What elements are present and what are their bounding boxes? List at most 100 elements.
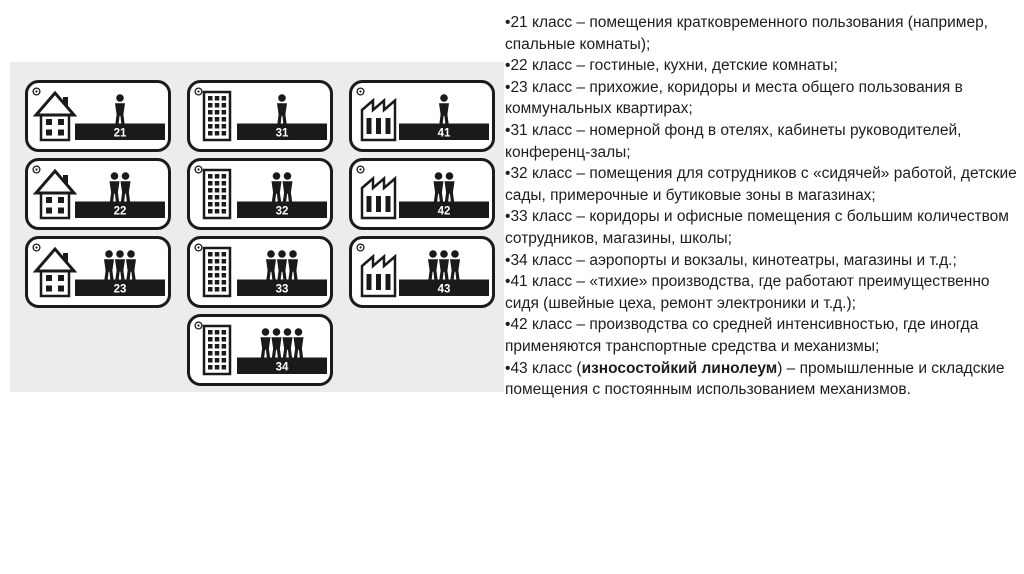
wear-class-badge-43: 43 (349, 236, 495, 308)
class-list-text: 23 класс – прихожие, коридоры и места об… (505, 78, 963, 118)
bullet-marker: • (505, 57, 511, 75)
house-icon (32, 90, 78, 142)
person-icon (271, 328, 282, 358)
class-number: 34 (276, 362, 289, 374)
wear-class-badge-31: 31 (187, 80, 333, 152)
class-number: 42 (438, 206, 451, 218)
screw-icon (32, 165, 41, 174)
person-icon (277, 250, 287, 280)
class-list-text: 31 класс – номерной фонд в отелях, кабин… (505, 121, 962, 161)
wear-class-badge-34: 34 (187, 314, 333, 386)
floor-bar (399, 279, 489, 296)
person-icon (433, 172, 444, 202)
class-list-item: •42 класс – производства со средней инте… (505, 314, 1017, 357)
bullet-marker: • (505, 78, 511, 96)
class-list-text: 42 класс – производства со средней интен… (505, 316, 979, 355)
class-number: 33 (276, 284, 289, 296)
class-number: 21 (114, 128, 127, 140)
factory-icon (360, 253, 397, 298)
floor-bar (399, 201, 489, 218)
screw-icon (356, 87, 365, 96)
person-icon (115, 250, 125, 280)
class-number: 23 (114, 284, 127, 296)
floor-bar (75, 201, 165, 218)
class-list-item: •23 класс – прихожие, коридоры и места о… (505, 77, 1017, 120)
person-icon (293, 328, 304, 358)
bullet-marker: • (505, 359, 511, 377)
person-icon (428, 250, 438, 280)
screw-icon (356, 243, 365, 252)
house-icon (32, 246, 78, 298)
class-list-text: износостойкий линолеум (581, 359, 778, 377)
person-icon (266, 250, 276, 280)
floor-bar (75, 279, 165, 296)
building-icon (202, 246, 232, 298)
pictogram-panel: 21 22 23 31 32 33 34 41 42 43 (10, 62, 504, 392)
class-list-item: •41 класс – «тихие» производства, где ра… (505, 271, 1017, 314)
floor-bar (399, 123, 489, 140)
wear-class-badge-22: 22 (25, 158, 171, 230)
floor-bar (237, 279, 327, 296)
class-list-text: 34 класс – аэропорты и вокзалы, кинотеат… (510, 251, 957, 269)
class-number: 31 (276, 128, 289, 140)
class-list-text: 43 класс ( (510, 359, 582, 377)
class-list: • 21 класс – помещения кратковременного п… (505, 12, 1017, 401)
class-list-item: •34 класс – аэропорты и вокзалы, кинотеа… (505, 250, 1017, 272)
floor-bar (237, 123, 327, 140)
screw-icon (194, 165, 203, 174)
person-icon (282, 328, 293, 358)
floor-bar (75, 123, 165, 140)
wear-class-badge-32: 32 (187, 158, 333, 230)
person-icon (444, 172, 455, 202)
class-list-text: 41 класс – «тихие» производства, где раб… (505, 273, 990, 312)
floor-bar (237, 201, 327, 218)
class-list-text: ) – промышленные и складские помещения с… (505, 359, 1005, 399)
screw-icon (194, 243, 203, 252)
class-list-item: •32 класс – помещения для сотрудников с … (505, 163, 1017, 206)
house-icon (32, 168, 78, 220)
screw-icon (32, 87, 41, 96)
person-icon (277, 94, 287, 124)
class-list-text: 21 класс – помещения кратковременного по… (505, 14, 988, 53)
person-icon (126, 250, 136, 280)
wear-class-badge-41: 41 (349, 80, 495, 152)
bullet-marker: • (505, 208, 511, 226)
class-list-item: •21 класс – помещения кратковременного п… (505, 12, 1017, 55)
bullet-marker: • (505, 121, 511, 139)
factory-icon (360, 97, 397, 142)
wear-class-badge-42: 42 (349, 158, 495, 230)
screw-icon (356, 165, 365, 174)
bullet-marker: • (505, 251, 511, 269)
class-list-item: •31 класс – номерной фонд в отелях, каби… (505, 120, 1017, 163)
class-number: 41 (438, 128, 451, 140)
class-list-text: 22 класс – гостиные, кухни, детские комн… (510, 57, 838, 75)
class-number: 43 (438, 284, 451, 296)
person-icon (282, 172, 293, 202)
wear-class-badge-21: 21 (25, 80, 171, 152)
class-number: 32 (276, 206, 289, 218)
class-list-item: •22 класс – гостиные, кухни, детские ком… (505, 55, 1017, 77)
class-number: 22 (114, 206, 127, 218)
screw-icon (194, 321, 203, 330)
person-icon (288, 250, 298, 280)
person-icon (115, 94, 125, 124)
class-list-item: •33 класс – коридоры и офисные помещения… (505, 206, 1017, 249)
building-icon (202, 90, 232, 142)
wear-class-badge-33: 33 (187, 236, 333, 308)
factory-icon (360, 175, 397, 220)
floor-bar (237, 357, 327, 374)
bullet-marker: • (505, 316, 511, 334)
bullet-marker: • (505, 273, 511, 291)
person-icon (439, 250, 449, 280)
wear-class-badge-23: 23 (25, 236, 171, 308)
class-list-text: 32 класс – помещения для сотрудников с «… (505, 165, 1017, 204)
class-list-text: 33 класс – коридоры и офисные помещения … (505, 208, 1009, 247)
screw-icon (194, 87, 203, 96)
badge-grid: 21 22 23 31 32 33 34 41 42 43 (25, 80, 495, 386)
screw-icon (32, 243, 41, 252)
person-icon (450, 250, 460, 280)
building-icon (202, 324, 232, 376)
class-list-item: •43 класс (износостойкий линолеум) – про… (505, 358, 1017, 401)
person-icon (439, 94, 449, 124)
person-icon (271, 172, 282, 202)
